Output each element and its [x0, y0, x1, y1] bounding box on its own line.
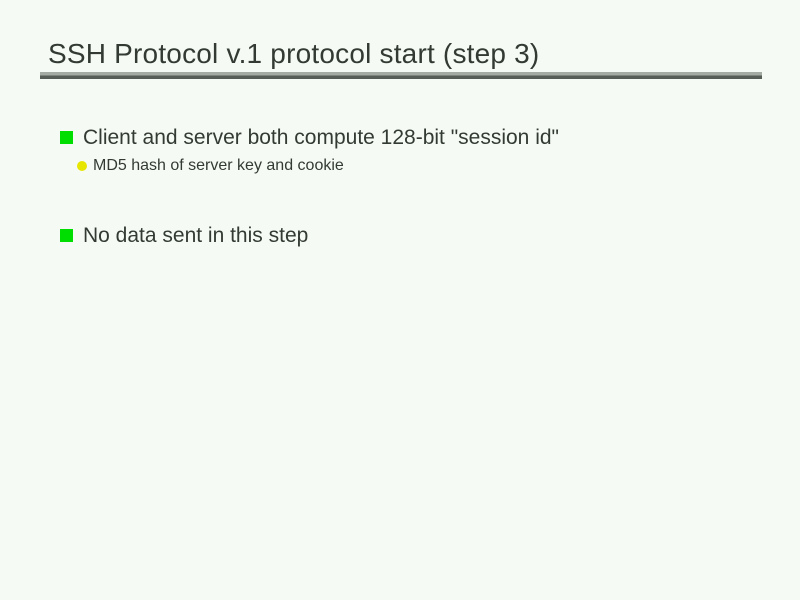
- slide-body: Client and server both compute 128-bit "…: [60, 124, 770, 249]
- slide-title: SSH Protocol v.1 protocol start (step 3): [48, 38, 540, 69]
- yellow-circle-bullet-icon: [77, 160, 87, 171]
- bullet-item: Client and server both compute 128-bit "…: [60, 124, 770, 151]
- green-square-bullet-icon: [60, 229, 73, 242]
- sub-bullet-text: MD5 hash of server key and cookie: [93, 157, 344, 174]
- sub-bullet-item: MD5 hash of server key and cookie: [77, 155, 770, 176]
- green-square-bullet-icon: [60, 131, 73, 144]
- title-underline-rule: [40, 72, 762, 79]
- bullet-item: No data sent in this step: [60, 222, 770, 249]
- bullet-text: No data sent in this step: [83, 224, 309, 247]
- bullet-text: Client and server both compute 128-bit "…: [83, 126, 559, 149]
